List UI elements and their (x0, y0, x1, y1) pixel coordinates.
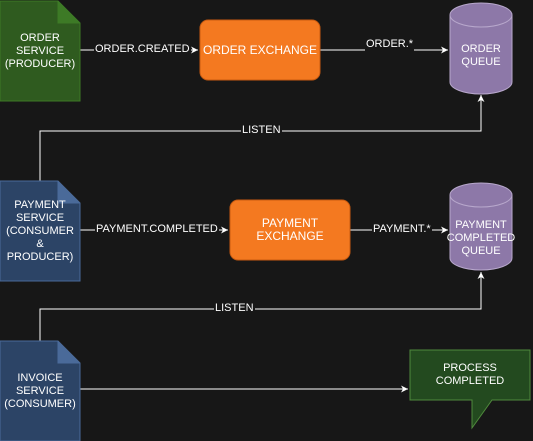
payment-queue-node (449, 182, 513, 271)
payment-service-fold (57, 181, 80, 204)
edge-label-listen-payment: LISTEN (214, 302, 255, 315)
edge-listen-order (39, 95, 485, 181)
edge-label-payment-completed: PAYMENT.COMPLETED (95, 223, 219, 236)
process-completed-node (409, 349, 531, 430)
edge-label-order-routing: ORDER.* (365, 38, 415, 51)
payment-service-node (0, 180, 81, 282)
edge-label-payment-routing: PAYMENT.* (372, 223, 432, 236)
order-exchange-node (199, 19, 321, 81)
order-service-node (0, 0, 81, 102)
invoice-service-fold (57, 341, 80, 364)
order-service-fold (57, 1, 80, 24)
edge-listen-payment (39, 272, 485, 341)
edge-label-order-created: ORDER.CREATED (94, 43, 191, 56)
payment-exchange-node (229, 199, 351, 261)
order-queue-node (449, 2, 513, 95)
invoice-service-node (0, 340, 81, 441)
edge-label-listen-order: LISTEN (241, 124, 282, 137)
